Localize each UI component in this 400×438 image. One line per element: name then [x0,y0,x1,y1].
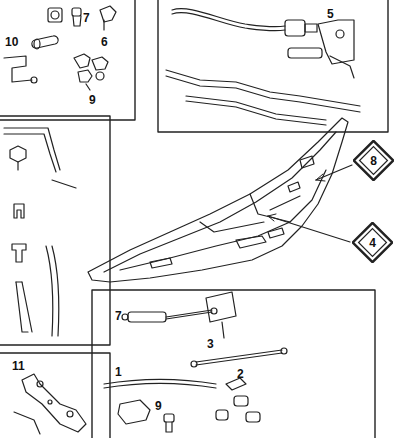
callout-diamond: 8 [353,140,394,181]
callout-number: 3 [207,338,214,350]
callout-number: 6 [101,36,108,48]
cable-and-latch [166,9,360,125]
callout-number: 4 [352,222,393,250]
strut-and-fittings [104,292,287,432]
callout-number: 5 [327,8,334,20]
callout-number: 1 [115,366,122,378]
panel-frames [0,0,388,438]
callout-number: 7 [115,310,122,322]
leader-lines [268,165,352,242]
hinge-assembly [14,374,86,434]
rods-and-clips [4,128,76,336]
callout-number: 10 [5,36,18,48]
callout-number: 11 [12,360,25,372]
callout-diamond: 4 [352,222,393,263]
callout-number: 9 [89,94,96,106]
callout-number: 2 [237,368,244,380]
callout-number: 8 [353,140,394,168]
small-parts-top-left [4,6,116,90]
hood-panel [88,118,348,282]
callout-number: 9 [155,400,162,412]
callout-number: 7 [83,12,90,24]
